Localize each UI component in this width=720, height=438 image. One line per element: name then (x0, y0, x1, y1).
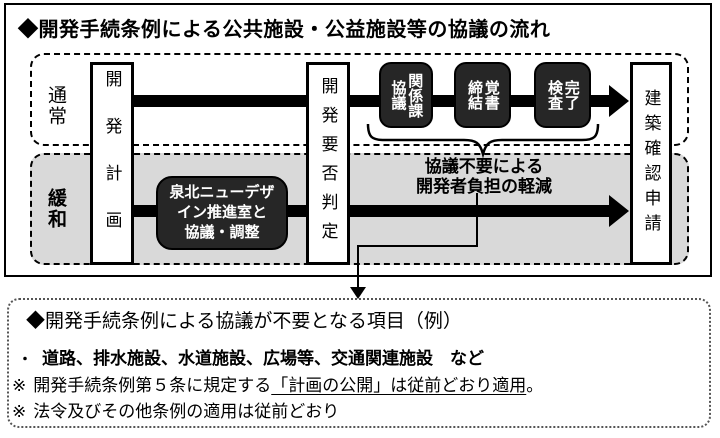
step-related-division-consultation: 関係課 協議 (379, 62, 433, 128)
stage-building-confirmation-label: 建築確認申請 (641, 88, 661, 239)
connector-arrowhead-icon (350, 287, 366, 299)
reference-mark-icon: ※ (12, 402, 27, 421)
flow-panel-title: ◆開発手続条例による公共施設・公益施設等の協議の流れ (18, 19, 551, 41)
reference-mark-icon: ※ (12, 376, 27, 395)
connector-line (357, 245, 478, 247)
relaxed-flow-arrowhead-icon (609, 195, 629, 227)
note-prefix: 開発手続条例第５条に規定する (33, 376, 272, 395)
step-memorandum-conclusion: 覚書 締結 (454, 62, 511, 128)
step-senboku-newdesign-office: 泉北ニューデザ イン推進室と 協議・調整 (156, 176, 288, 250)
note-other-ordinances: ※ 法令及びその他条例の適用は従前どおり (12, 397, 339, 422)
stage-building-confirmation: 建築確認申請 (630, 62, 672, 265)
lane-normal-label: 通常 (45, 85, 66, 127)
bigstep-line3: 協議・調整 (184, 224, 260, 242)
step-completion-inspection: 完了 検査 (534, 62, 591, 128)
stage-development-plan-label: 開発計画 (102, 69, 122, 258)
note-suffix: 。 (526, 376, 544, 395)
flow-panel: ◆開発手続条例による公共施設・公益施設等の協議の流れ 通常 緩和 開発計画 開発… (4, 3, 712, 277)
bigstep-line1: 泉北ニューデザ (169, 183, 275, 201)
step-label-col2: 協議 (389, 80, 407, 110)
stage-development-plan: 開発計画 (90, 62, 134, 265)
bullet-icon: ・ (18, 351, 32, 367)
step-label-col2: 検査 (546, 80, 563, 110)
step-label-col1: 覚書 (482, 80, 500, 110)
exempt-panel-title: ◆開発手続条例による協議が不要となる項目（例） (26, 311, 462, 332)
lane-relaxed-label: 緩和 (45, 188, 66, 230)
benefit-note-line1: 協議不要による (424, 157, 544, 176)
note-prefix: 法令及びその他条例の適用は従前どおり (33, 402, 340, 421)
exempt-panel (7, 298, 711, 428)
exempt-items-row: ・道路、排水施設、水道施設、広場等、交通関連施設 など (18, 344, 484, 369)
note-underlined: 「計画の公開」は従前どおり適用 (271, 376, 527, 395)
connector-line (357, 245, 359, 288)
step-label-col1: 関係課 (406, 72, 424, 118)
brace-icon (366, 124, 600, 158)
benefit-note-line2: 開発者負担の軽減 (416, 177, 552, 197)
exempt-items-text: 道路、排水施設、水道施設、広場等、交通関連施設 など (42, 349, 484, 368)
note-plan-disclosure: ※ 開発手続条例第５条に規定する「計画の公開」は従前どおり適用。 (12, 371, 543, 396)
stage-necessity-judgment: 開発要否判定 (306, 62, 350, 265)
normal-flow-arrowhead-icon (609, 85, 629, 117)
stage-necessity-judgment-label: 開発要否判定 (318, 76, 338, 251)
step-label-col1: 完了 (562, 80, 580, 110)
step-label-col2: 締結 (466, 80, 483, 110)
benefit-note: 協議不要による 開発者負担の軽減 (354, 157, 614, 197)
bigstep-line2: イン推進室と (176, 203, 267, 221)
connector-line (476, 193, 478, 247)
